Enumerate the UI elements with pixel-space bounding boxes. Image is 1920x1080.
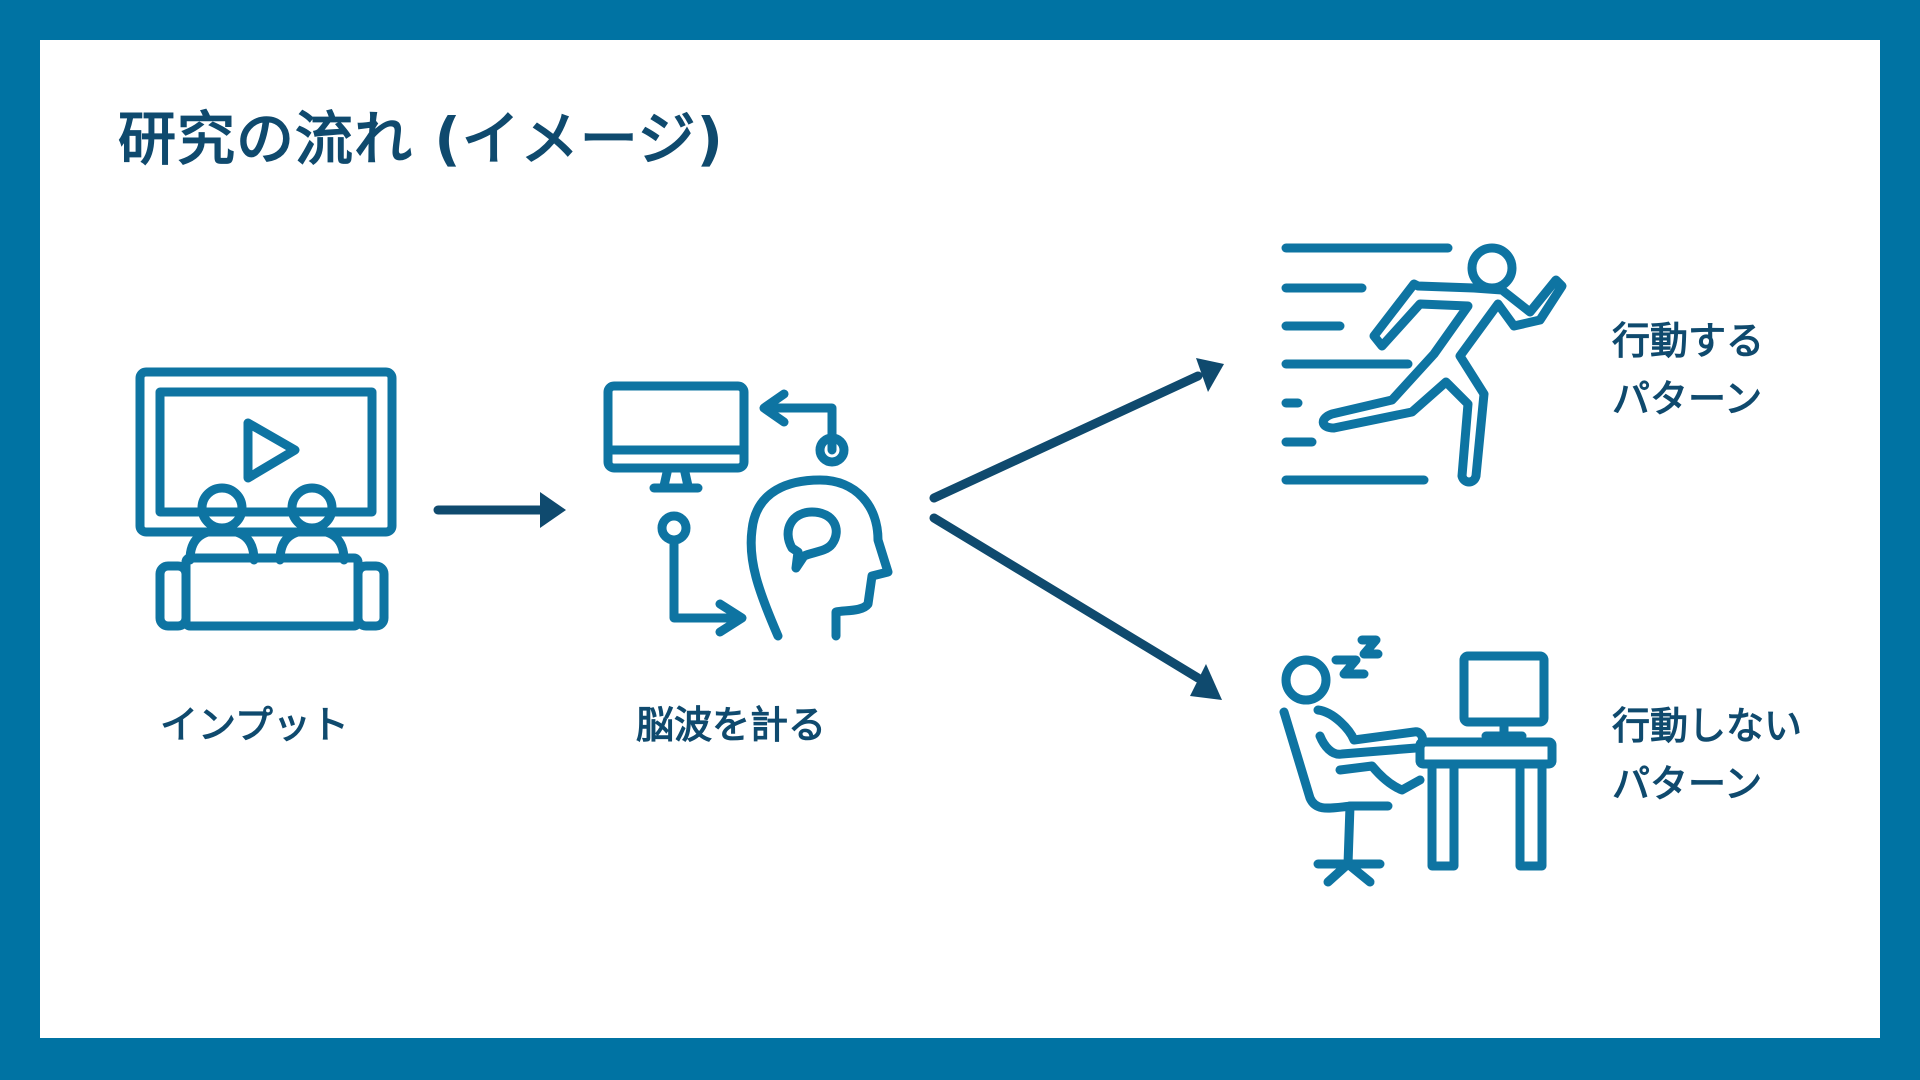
eeg-head-computer-icon: [603, 381, 893, 641]
arrow-to-act: [929, 358, 1224, 503]
tv-audience-icon: [135, 367, 397, 631]
sleeping-at-desk-icon: [1279, 635, 1557, 887]
outcome-label-noact-line2: パターン: [1612, 762, 1763, 806]
outcome-label-noact: 行動しない パターン: [1612, 697, 1802, 813]
outcome-label-act: 行動する パターン: [1612, 312, 1764, 428]
outcome-label-act-line1: 行動する: [1612, 319, 1765, 363]
page-title: 研究の流れ (イメージ): [118, 105, 725, 173]
running-person-icon: [1281, 243, 1567, 487]
outcome-label-noact-line1: 行動しない: [1612, 704, 1803, 748]
arrow-input-to-measure: [433, 492, 566, 528]
arrow-to-noact: [929, 513, 1222, 700]
step-label-input: インプット: [160, 703, 349, 747]
outcome-label-act-line2: パターン: [1612, 377, 1763, 421]
step-label-measure: 脳波を計る: [636, 703, 827, 747]
